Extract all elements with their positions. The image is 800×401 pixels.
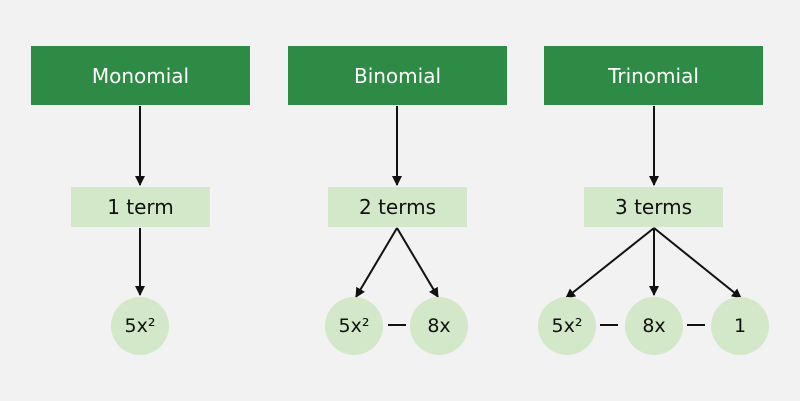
- trinomial-separator-1: [600, 324, 618, 326]
- trinomial-separator-2: [687, 324, 705, 326]
- arrow-trinomial-to-term-1: [565, 227, 655, 299]
- binomial-term-2: 8x: [410, 297, 468, 355]
- arrow-binomial-to-term-2: [396, 227, 439, 298]
- arrow-binomial-to-term-1: [355, 227, 398, 298]
- binomial-separator: [388, 324, 406, 326]
- binomial-term-count: 2 terms: [328, 187, 467, 227]
- monomial-header: Monomial: [31, 46, 250, 105]
- monomial-term-1: 5x²: [111, 297, 169, 355]
- trinomial-term-2: 8x: [625, 297, 683, 355]
- binomial-header: Binomial: [288, 46, 507, 105]
- monomial-term-count: 1 term: [71, 187, 210, 227]
- trinomial-term-count: 3 terms: [584, 187, 723, 227]
- trinomial-term-3: 1: [711, 297, 769, 355]
- trinomial-term-1: 5x²: [538, 297, 596, 355]
- trinomial-header: Trinomial: [544, 46, 763, 105]
- binomial-term-1: 5x²: [325, 297, 383, 355]
- arrow-trinomial-to-term-3: [653, 227, 742, 299]
